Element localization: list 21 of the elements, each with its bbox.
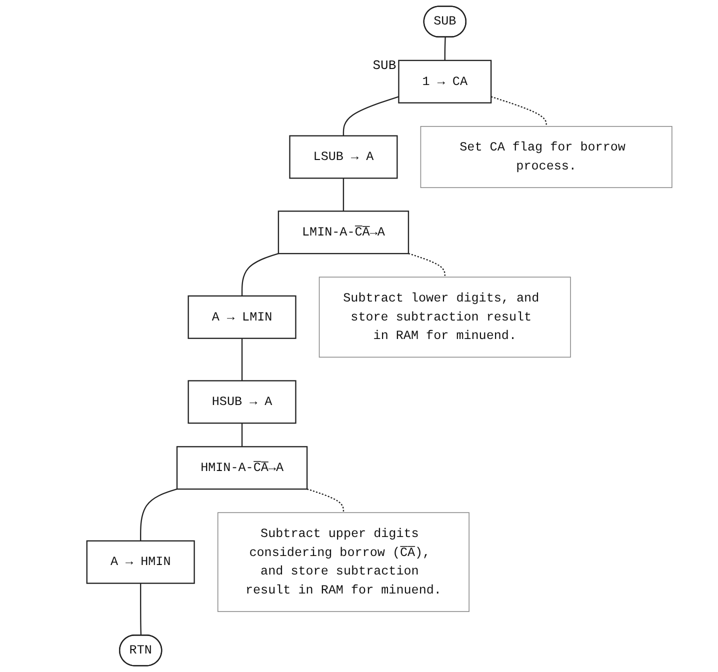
- node-box: HMIN-A-C̅A̅→A: [176, 446, 308, 490]
- connector: [342, 178, 344, 212]
- node-box: LSUB → A: [289, 135, 398, 179]
- node-box: Set CA flag for borrow process.: [420, 126, 672, 188]
- connector: [241, 252, 279, 296]
- connector: [241, 338, 243, 381]
- connector: [140, 488, 178, 541]
- connector: [342, 96, 399, 136]
- node-box: Subtract upper digits considering borrow (C̅A̅), and store subtraction result in RAM for minuend.: [217, 512, 470, 612]
- connector: [241, 423, 243, 447]
- node-box: Subtract lower digits, and store subtraction result in RAM for minuend.: [318, 276, 571, 358]
- connector: [444, 37, 446, 60]
- connector: [140, 583, 142, 636]
- node-box: HSUB → A: [188, 380, 296, 424]
- connector: [306, 488, 344, 513]
- node-box: A → HMIN: [86, 540, 195, 584]
- node-box: A → LMIN: [188, 295, 296, 339]
- node-box: 1 → CA: [398, 60, 492, 104]
- node-box: LMIN-A-C̅A̅→A: [278, 210, 410, 254]
- connector: [490, 96, 547, 126]
- connector: [408, 252, 446, 278]
